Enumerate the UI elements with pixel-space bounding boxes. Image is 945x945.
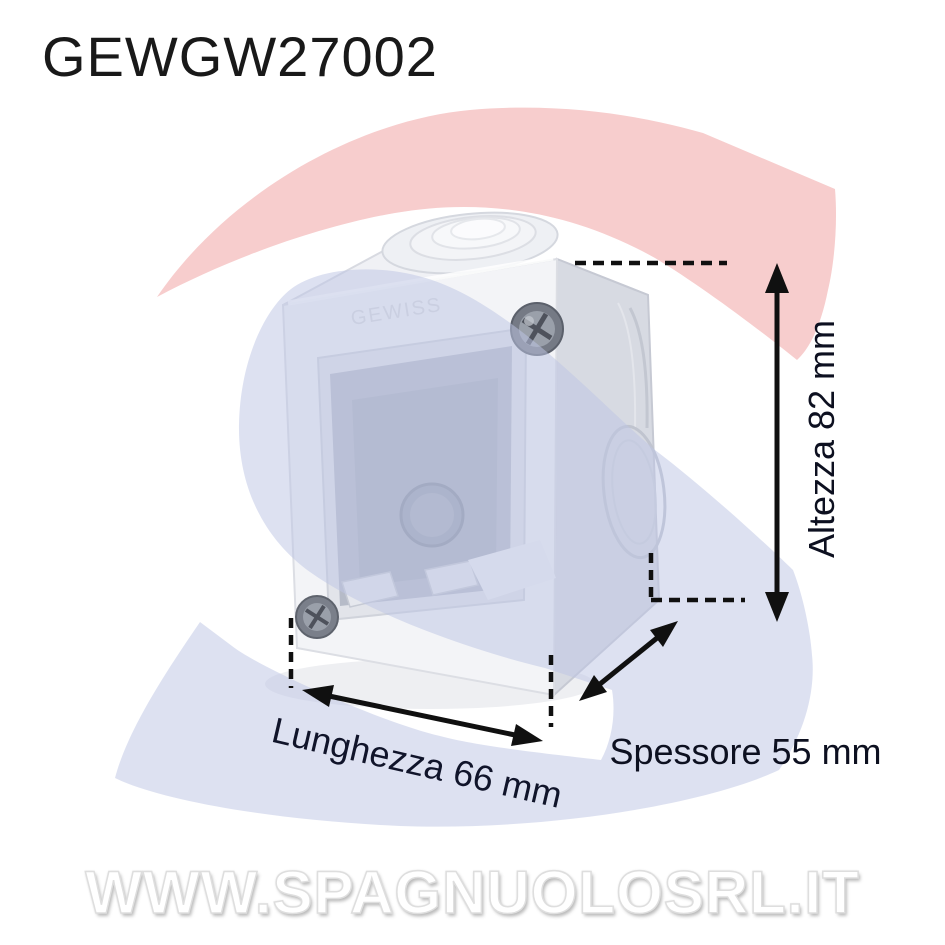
bottom-left-screw xyxy=(295,595,339,639)
watermark-s-top xyxy=(157,107,837,360)
side-cable-channel-highlight xyxy=(617,302,637,431)
side-cable-channel xyxy=(628,307,649,429)
height-dimension-label: Altezza 82 mm xyxy=(801,319,842,559)
depth-dimension-arrow xyxy=(579,621,678,701)
length-dimension-arrow xyxy=(302,685,543,746)
site-watermark: WWW.SPAGNUOLOSRL.IT xyxy=(85,858,860,927)
depth-dimension-label: Spessore 55 mm xyxy=(609,731,882,772)
page-title: GEWGW27002 xyxy=(42,25,438,88)
height-dimension-arrow xyxy=(765,263,789,622)
dimension-annotations xyxy=(288,260,789,746)
cable-knockout-dome xyxy=(381,211,559,275)
